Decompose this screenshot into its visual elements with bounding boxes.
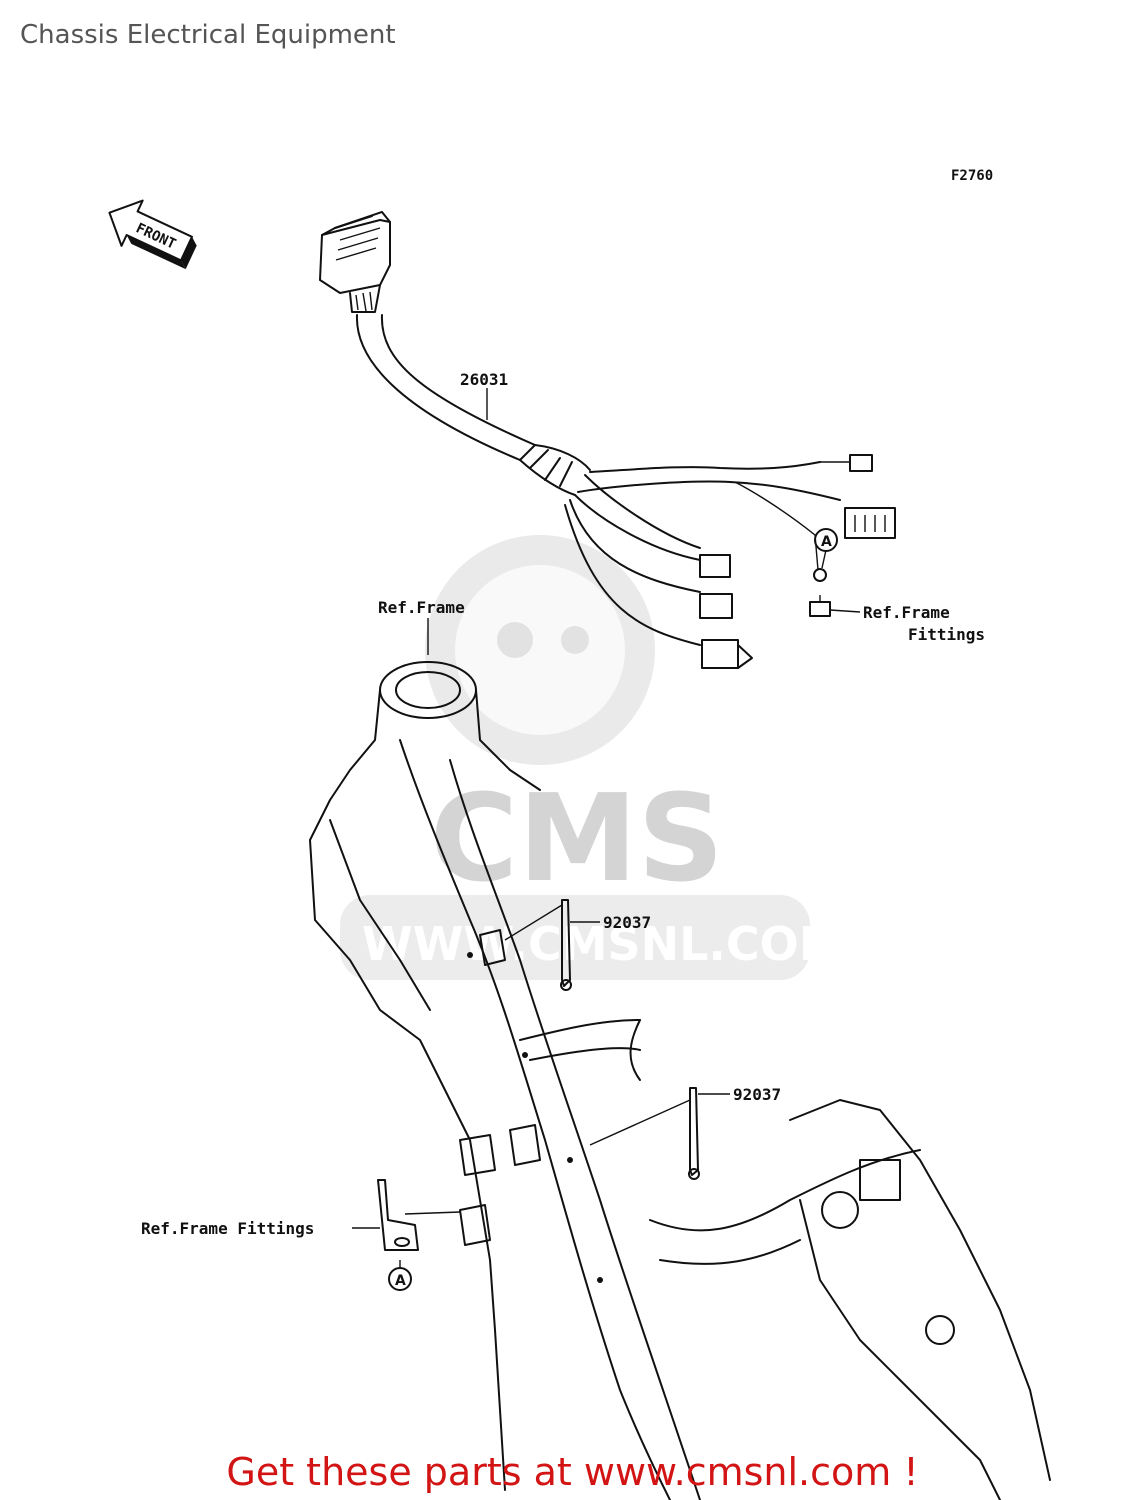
callout-clamp-lower: 92037 bbox=[733, 1085, 781, 1104]
watermark-logo: CMS WWW.CMSNL.COM bbox=[340, 535, 845, 980]
frame-fitting-bracket bbox=[377, 1179, 461, 1251]
callout-frame-fittings-bottom: Ref.Frame Fittings bbox=[141, 1219, 314, 1238]
figure-code: F2760 bbox=[951, 168, 994, 184]
callout-frame-fittings-top-line1: Ref.Frame bbox=[863, 603, 950, 622]
callout-frame: Ref.Frame bbox=[378, 598, 465, 617]
watermark-brand: CMS bbox=[430, 770, 724, 909]
callout-clamp-upper: 92037 bbox=[603, 913, 651, 932]
marker-a-top-label: A bbox=[821, 534, 832, 550]
marker-a-bottom: A bbox=[388, 1267, 412, 1291]
footer-promo: Get these parts at www.cmsnl.com ! bbox=[226, 1450, 919, 1494]
callout-frame-fittings-top-line2: Fittings bbox=[908, 625, 985, 644]
marker-a-bottom-label: A bbox=[395, 1273, 406, 1289]
frame bbox=[309, 661, 1051, 1500]
wiring-harness bbox=[319, 211, 896, 669]
marker-a-top: A bbox=[814, 528, 838, 552]
clamp-upper bbox=[504, 899, 572, 991]
watermark-url: WWW.CMSNL.COM bbox=[362, 917, 845, 971]
front-arrow-icon: FRONT bbox=[108, 199, 197, 270]
leader-lines bbox=[352, 388, 861, 1268]
clamp-lower bbox=[589, 1087, 700, 1180]
callout-harness: 26031 bbox=[460, 370, 508, 389]
page-title: Chassis Electrical Equipment bbox=[20, 20, 396, 50]
